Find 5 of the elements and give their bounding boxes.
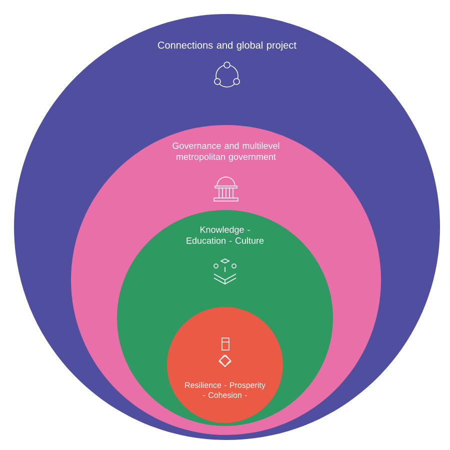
circle-heading: Governance and multilevel metropolitan government xyxy=(172,142,280,162)
core-circle xyxy=(167,307,283,423)
circle-heading: Connections and global project xyxy=(158,41,296,51)
circle-heading: Knowledge - Education - Culture xyxy=(186,226,264,244)
circle-heading: Resilience - Prosperity - Cohesion - xyxy=(185,382,266,398)
